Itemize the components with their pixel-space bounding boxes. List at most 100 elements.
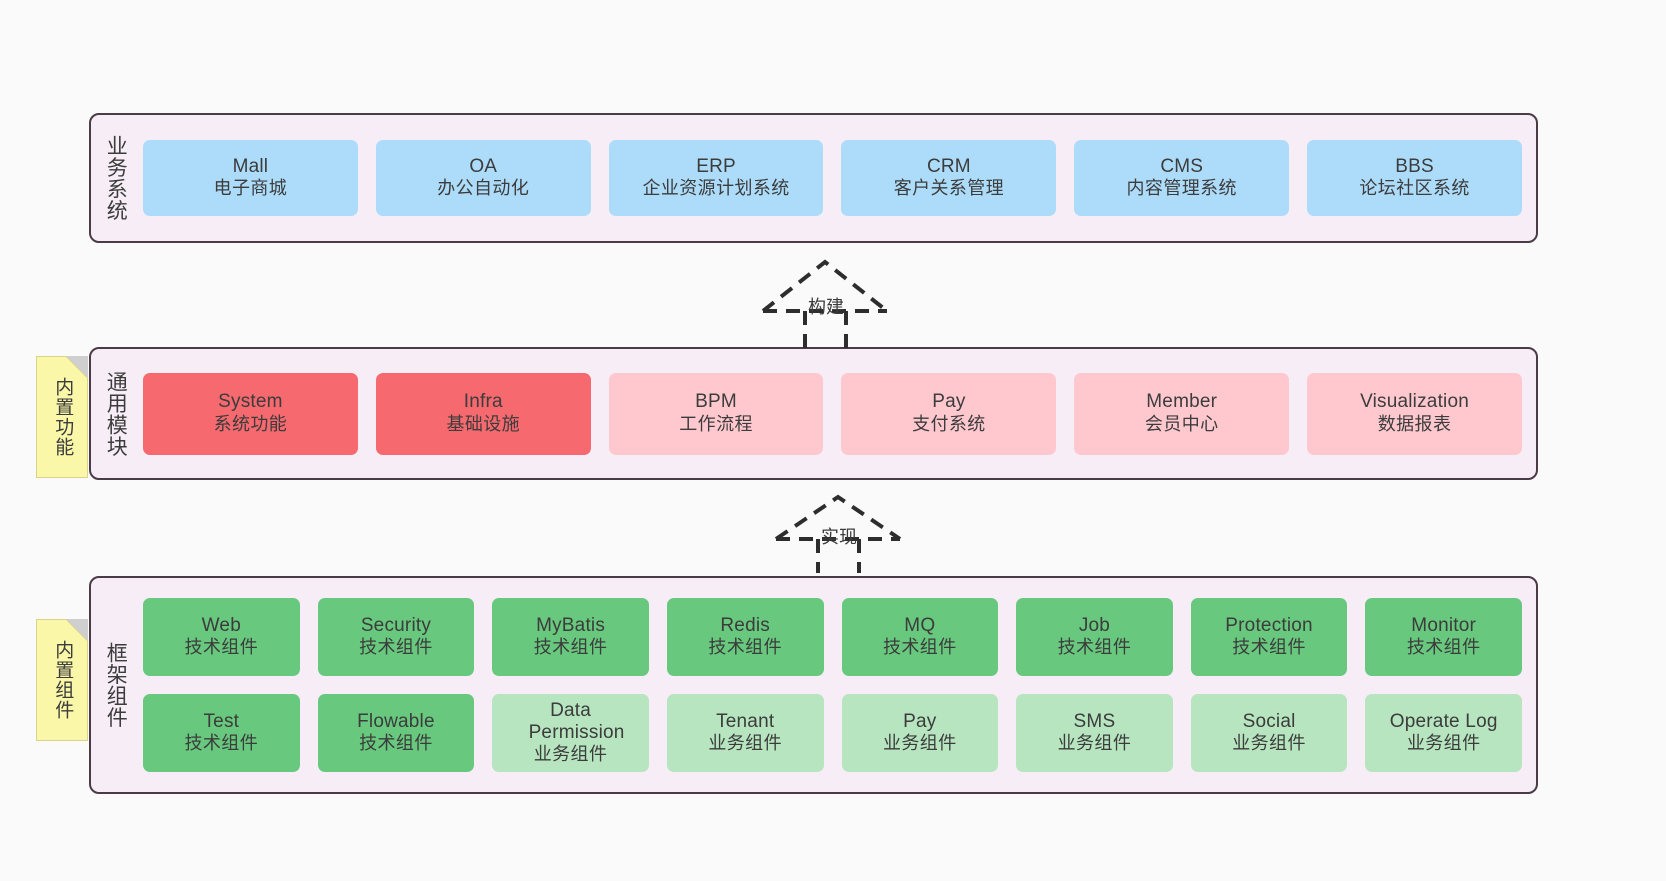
- node-title-en: Security: [360, 614, 432, 636]
- node-bbs[interactable]: BBS 论坛社区系统: [1307, 140, 1522, 216]
- node-pay-module[interactable]: Pay 支付系统: [841, 372, 1057, 455]
- node-security[interactable]: Security 技术组件: [317, 598, 475, 676]
- node-erp[interactable]: ERP 企业资源计划系统: [608, 140, 824, 216]
- node-title-cn: 基础设施: [446, 413, 521, 434]
- node-title-cn: 技术组件: [359, 733, 433, 754]
- node-title-en: SMS: [1073, 710, 1116, 732]
- node-title-en: Protection: [1225, 614, 1313, 636]
- node-bpm[interactable]: BPM 工作流程: [608, 372, 824, 455]
- note-builtin-features: 内置功能: [36, 356, 88, 478]
- node-title-cn: 技术组件: [184, 733, 259, 754]
- node-title-cn: 业务组件: [883, 733, 957, 754]
- note-builtin-components-label: 内置组件: [52, 640, 74, 720]
- node-title-cn: 数据报表: [1377, 413, 1452, 434]
- node-title-en: Mall: [232, 155, 269, 177]
- node-title-cn: 业务组件: [1406, 733, 1481, 754]
- layer-common-modules-body: System 系统功能 Infra 基础设施 BPM 工作流程 Pay 支付系统…: [139, 349, 1536, 478]
- node-title-cn: 技术组件: [184, 637, 259, 658]
- node-title-cn: 办公自动化: [437, 178, 530, 199]
- node-title-cn: 业务组件: [708, 733, 782, 754]
- node-oa[interactable]: OA 办公自动化: [375, 140, 591, 216]
- node-mq[interactable]: MQ 技术组件: [841, 598, 999, 676]
- connector-build-shape: [761, 259, 889, 348]
- node-title-en: MQ: [904, 614, 936, 636]
- node-visualization[interactable]: Visualization 数据报表: [1307, 372, 1522, 455]
- layer-common-modules-title: 通用模块: [104, 370, 128, 457]
- node-monitor[interactable]: Monitor 技术组件: [1365, 598, 1522, 676]
- layer-business-systems-body: Mall 电子商城 OA 办公自动化 ERP 企业资源计划系统 CRM 客户关系…: [139, 115, 1536, 241]
- note-fold-icon: [66, 356, 88, 378]
- node-title-en: Monitor: [1411, 614, 1477, 636]
- connector-build-label: 构建: [808, 297, 844, 317]
- node-cms[interactable]: CMS 内容管理系统: [1074, 140, 1290, 216]
- node-title-en: CRM: [926, 155, 971, 177]
- node-test[interactable]: Test 技术组件: [143, 694, 300, 772]
- layer-business-systems-title: 业务系统: [104, 135, 128, 221]
- node-mall[interactable]: Mall 电子商城: [143, 140, 358, 216]
- node-title-cn: 内容管理系统: [1126, 178, 1237, 199]
- layer-framework-components-body: Web 技术组件 Security 技术组件 MyBatis 技术组件 Redi…: [139, 578, 1536, 792]
- node-title-cn: 会员中心: [1144, 413, 1219, 434]
- node-row: System 系统功能 Infra 基础设施 BPM 工作流程 Pay 支付系统…: [143, 372, 1522, 455]
- node-redis[interactable]: Redis 技术组件: [666, 598, 824, 676]
- node-operate-log[interactable]: Operate Log 业务组件: [1365, 694, 1522, 772]
- node-title-en: Pay: [903, 710, 937, 732]
- node-title-cn: 支付系统: [912, 413, 986, 434]
- node-title-en: Tenant: [716, 710, 775, 732]
- node-data-permission[interactable]: Data Permission 业务组件: [492, 694, 649, 772]
- connector-implement: 实现: [773, 493, 923, 573]
- node-title-en: OA: [469, 155, 498, 177]
- node-title-cn: 工作流程: [679, 413, 753, 434]
- node-crm[interactable]: CRM 客户关系管理: [841, 140, 1057, 216]
- node-title-en: Infra: [463, 391, 503, 413]
- node-title-en: Pay: [932, 391, 966, 413]
- node-title-cn: 技术组件: [1406, 637, 1481, 658]
- node-member[interactable]: Member 会员中心: [1074, 372, 1290, 455]
- node-pay-component[interactable]: Pay 业务组件: [841, 694, 999, 772]
- node-title-en: Flowable: [357, 710, 435, 732]
- node-title-en: Job: [1078, 614, 1111, 636]
- node-system[interactable]: System 系统功能: [143, 372, 358, 455]
- node-title-en: BPM: [695, 391, 737, 413]
- node-title-cn: 业务组件: [1232, 733, 1306, 754]
- node-title-cn: 系统功能: [213, 413, 288, 434]
- node-sms[interactable]: SMS 业务组件: [1016, 694, 1173, 772]
- node-title-en: Member: [1146, 391, 1218, 413]
- layer-common-modules: 通用模块 System 系统功能 Infra 基础设施 BPM 工作流程 Pay…: [89, 347, 1538, 480]
- node-job[interactable]: Job 技术组件: [1016, 598, 1173, 676]
- node-title-en: MyBatis: [536, 614, 606, 636]
- node-title-cn: 技术组件: [1232, 637, 1306, 658]
- node-title-cn: 电子商城: [213, 178, 288, 199]
- node-flowable[interactable]: Flowable 技术组件: [317, 694, 475, 772]
- node-infra[interactable]: Infra 基础设施: [375, 372, 591, 455]
- node-row: Web 技术组件 Security 技术组件 MyBatis 技术组件 Redi…: [143, 598, 1522, 676]
- node-title-en: Web: [201, 614, 241, 636]
- connector-implement-shape: [774, 494, 902, 573]
- connector-implement-label: 实现: [821, 527, 857, 547]
- node-title-en: CMS: [1160, 155, 1204, 177]
- connector-build: 构建: [760, 258, 910, 348]
- node-tenant[interactable]: Tenant 业务组件: [666, 694, 824, 772]
- node-title-en: Social: [1242, 710, 1296, 732]
- node-title-en: BBS: [1395, 155, 1434, 177]
- node-title-cn: 业务组件: [1057, 733, 1132, 754]
- node-title-cn: 技术组件: [533, 637, 608, 658]
- node-web[interactable]: Web 技术组件: [143, 598, 300, 676]
- node-protection[interactable]: Protection 技术组件: [1190, 598, 1348, 676]
- note-builtin-features-label: 内置功能: [52, 377, 74, 457]
- node-title-cn: 技术组件: [359, 637, 433, 658]
- node-social[interactable]: Social 业务组件: [1190, 694, 1348, 772]
- node-title-cn: 技术组件: [1057, 637, 1132, 658]
- node-title-cn: 客户关系管理: [893, 178, 1005, 199]
- note-builtin-components: 内置组件: [36, 619, 88, 741]
- node-title-en: Redis: [720, 614, 770, 636]
- node-title-cn: 业务组件: [533, 744, 608, 765]
- layer-framework-components-title: 框架组件: [104, 642, 128, 728]
- node-title-en: System: [218, 391, 283, 413]
- node-title-en: Test: [203, 710, 240, 732]
- node-row: Test 技术组件 Flowable 技术组件 Data Permission …: [143, 694, 1522, 772]
- layer-framework-components: 框架组件 Web 技术组件 Security 技术组件 MyBatis 技术组件…: [89, 576, 1538, 794]
- node-mybatis[interactable]: MyBatis 技术组件: [492, 598, 649, 676]
- node-title-en: ERP: [696, 155, 736, 177]
- node-title-en: Operate Log: [1389, 710, 1498, 732]
